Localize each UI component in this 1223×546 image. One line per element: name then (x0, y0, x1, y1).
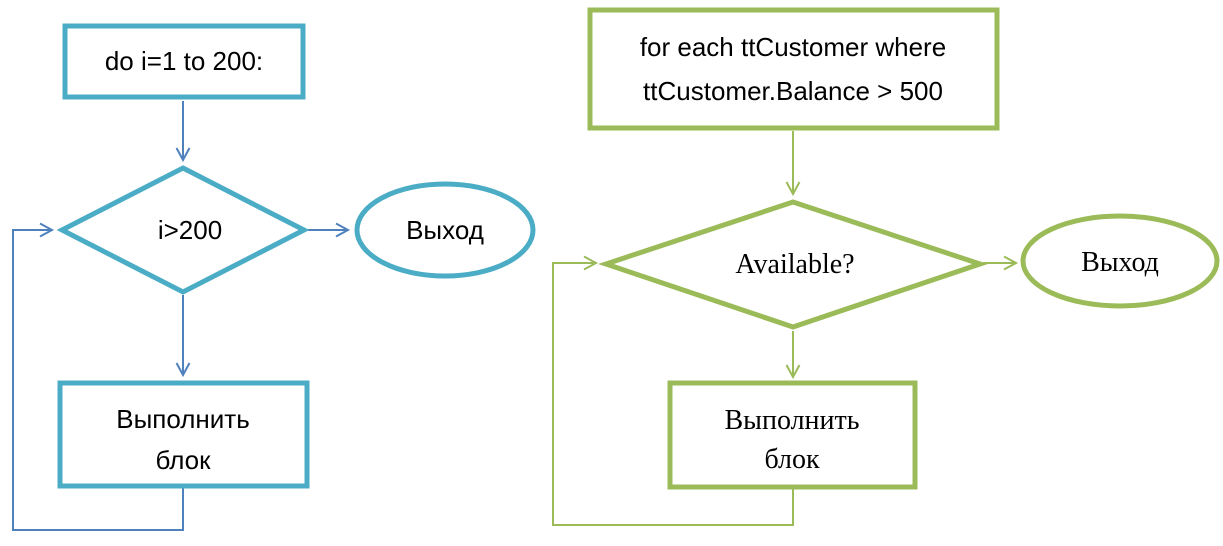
right-process-block-shape (667, 380, 918, 490)
left-connector-loop-back (12, 222, 184, 531)
left-start-block-shape (62, 23, 306, 100)
right-start-block-label-line1: for each ttCustomer where (640, 32, 946, 62)
right-connector-loop-back (552, 255, 794, 526)
right-exit-ellipse-shape (1020, 213, 1220, 309)
right-decision-diamond-shape (598, 199, 988, 330)
right-start-block-label-line2: ttCustomer.Balance > 500 (643, 76, 943, 106)
left-start-block-label: do i=1 to 200: (105, 46, 263, 76)
left-decision-label: i>200 (158, 215, 222, 245)
right-flowchart: for each ttCustomer where ttCustomer.Bal… (552, 7, 1220, 526)
left-decision-diamond-shape (56, 165, 310, 295)
right-exit-label: Выход (1081, 247, 1159, 278)
right-start-block-shape (587, 7, 1000, 131)
left-exit-label: Выход (406, 215, 484, 245)
right-process-label-line2: блок (764, 444, 820, 475)
left-flowchart: do i=1 to 200: i>200 Выход Выполнить бло… (12, 23, 536, 531)
left-process-label-line2: блок (155, 445, 211, 475)
right-process-label-line1: Выполнить (724, 405, 859, 436)
left-exit-ellipse-shape (354, 181, 536, 279)
right-decision-label: Available? (735, 249, 854, 280)
left-process-label-line1: Выполнить (116, 404, 250, 434)
left-process-block-shape (57, 380, 310, 489)
